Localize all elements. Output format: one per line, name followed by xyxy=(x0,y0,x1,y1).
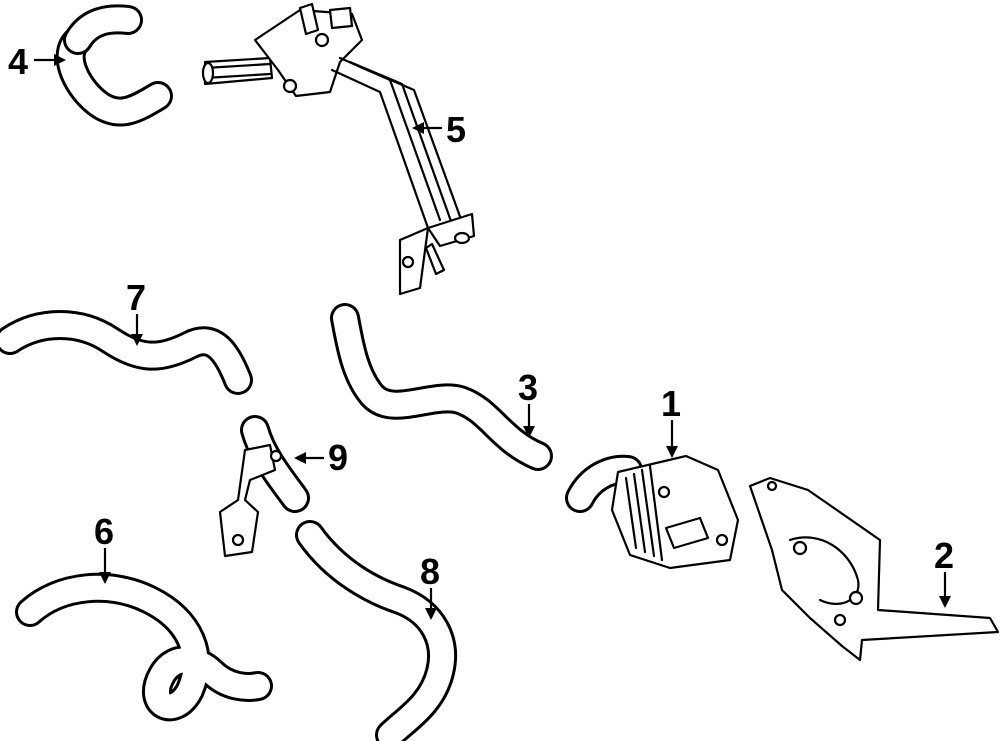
callout-3: 3 xyxy=(518,367,538,438)
part-2-bracket[interactable] xyxy=(748,476,1000,662)
part-8-hose[interactable] xyxy=(295,520,457,741)
callout-6-arrow-icon xyxy=(99,572,111,584)
callout-4: 4 xyxy=(8,41,66,82)
callout-3-label: 3 xyxy=(518,367,538,408)
callout-7-label: 7 xyxy=(126,277,146,318)
callout-5: 5 xyxy=(412,109,466,150)
callout-3-arrow-icon xyxy=(523,426,535,438)
callout-9-label: 9 xyxy=(328,437,348,478)
callout-7-arrow-icon xyxy=(131,334,143,346)
part-3-hose[interactable] xyxy=(330,303,553,471)
part-9-pipe-bracket[interactable] xyxy=(218,415,310,558)
callout-9: 9 xyxy=(294,437,348,478)
part-4-hose[interactable] xyxy=(55,4,173,127)
callout-8-arrow-icon xyxy=(425,608,437,620)
part-7-hose[interactable] xyxy=(0,310,253,395)
part-6-hose[interactable] xyxy=(15,572,273,722)
callout-1-label: 1 xyxy=(661,383,681,424)
callout-1: 1 xyxy=(661,383,681,458)
callout-4-arrow-icon xyxy=(54,54,66,66)
callout-5-label: 5 xyxy=(446,109,466,150)
callout-8: 8 xyxy=(420,551,440,620)
callout-2: 2 xyxy=(934,535,954,608)
part-1-oil-cooler[interactable] xyxy=(565,454,740,570)
callout-6: 6 xyxy=(94,511,114,584)
callout-4-label: 4 xyxy=(8,41,28,82)
callout-5-arrow-icon xyxy=(412,122,424,134)
callout-7: 7 xyxy=(126,277,146,346)
callout-1-arrow-icon xyxy=(666,446,678,458)
callout-9-arrow-icon xyxy=(294,452,306,464)
callout-2-label: 2 xyxy=(934,535,954,576)
callout-6-label: 6 xyxy=(94,511,114,552)
callout-2-arrow-icon xyxy=(939,596,951,608)
part-5-pipe-assembly[interactable] xyxy=(201,2,476,296)
callout-8-label: 8 xyxy=(420,551,440,592)
